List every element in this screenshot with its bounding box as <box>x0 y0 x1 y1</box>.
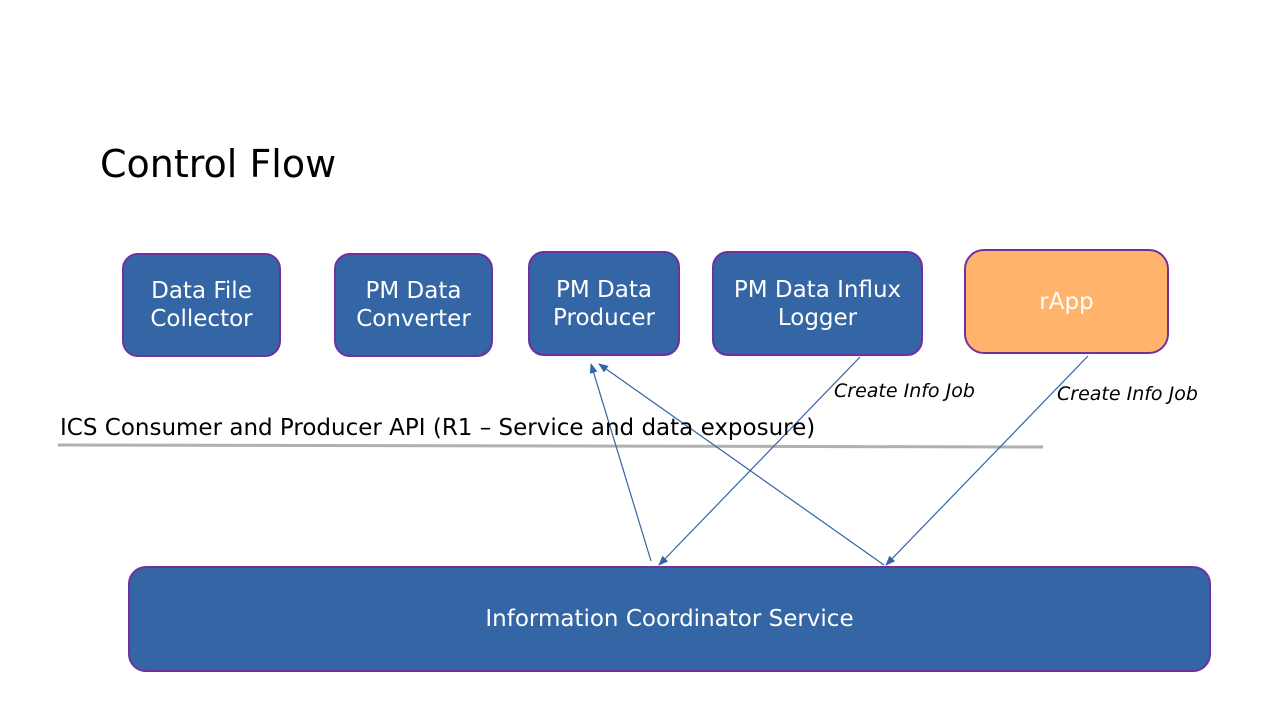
edge-label-logger-create-info-job: Create Info Job <box>834 380 975 402</box>
edge-label-rapp-create-info-job: Create Info Job <box>1057 383 1198 405</box>
arrow-rapp-to-ics <box>885 355 1089 566</box>
node-pm-data-influx-logger[interactable]: PM Data Influx Logger <box>712 251 923 356</box>
api-layer-line <box>57 443 1044 449</box>
node-rapp[interactable]: rApp <box>964 249 1169 354</box>
arrow-ics-to-producer-1 <box>589 363 652 562</box>
node-pm-data-converter[interactable]: PM Data Converter <box>334 253 493 357</box>
arrow-logger-to-ics <box>658 356 861 566</box>
page-title: Control Flow <box>100 142 337 186</box>
node-information-coordinator-service[interactable]: Information Coordinator Service <box>128 566 1211 672</box>
node-pm-data-producer[interactable]: PM Data Producer <box>528 251 680 356</box>
node-data-file-collector[interactable]: Data File Collector <box>122 253 281 357</box>
arrow-ics-to-producer-2 <box>598 363 885 566</box>
api-layer-label: ICS Consumer and Producer API (R1 – Serv… <box>60 415 816 441</box>
